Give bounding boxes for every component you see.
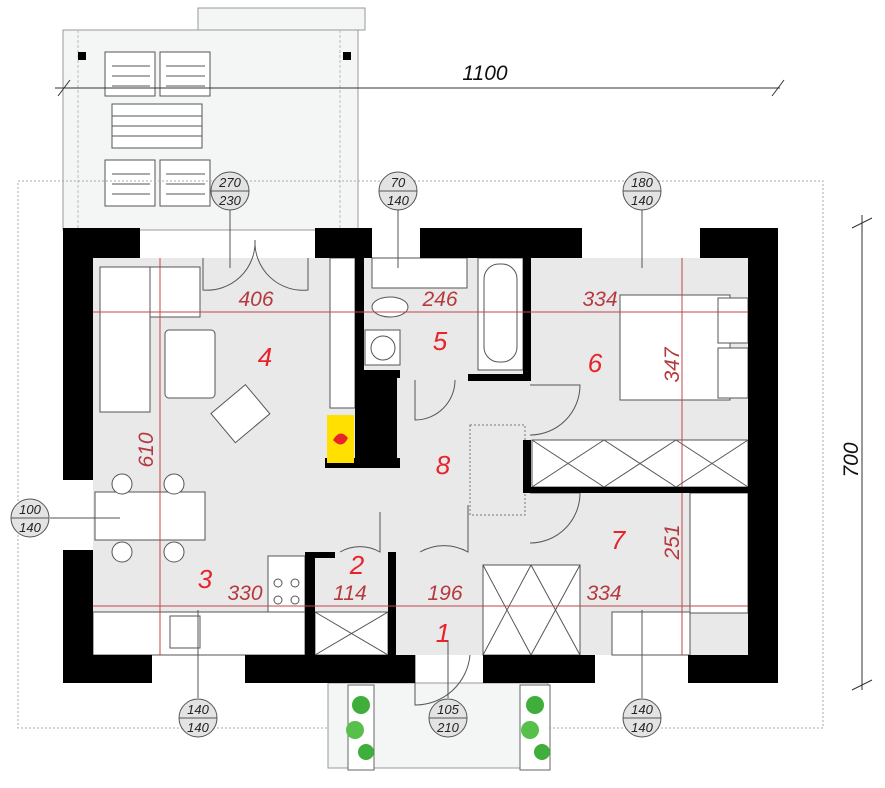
svg-text:140: 140 xyxy=(631,702,653,717)
svg-text:230: 230 xyxy=(218,193,241,208)
bathtub xyxy=(477,257,524,371)
svg-text:70: 70 xyxy=(391,175,406,190)
dim-hall-width: 196 xyxy=(427,582,462,605)
svg-text:140: 140 xyxy=(631,720,653,735)
toilet xyxy=(371,296,409,318)
dim-bedroom6-depth: 347 xyxy=(661,346,684,382)
room-label-6: 6 xyxy=(588,348,603,378)
overall-width-dimension: 1100 xyxy=(55,62,785,97)
desk xyxy=(611,611,691,656)
desk-wardrobe xyxy=(689,492,749,614)
dim-bath-width: 246 xyxy=(421,288,457,311)
room-label-4: 4 xyxy=(258,342,272,372)
svg-text:210: 210 xyxy=(436,720,459,735)
dim-kitchen-width: 330 xyxy=(227,582,262,605)
stove xyxy=(267,555,306,613)
svg-text:140: 140 xyxy=(387,193,409,208)
terrace-loungers xyxy=(104,51,211,207)
fireplace xyxy=(327,415,354,463)
svg-text:140: 140 xyxy=(187,702,209,717)
bathroom-sink xyxy=(371,257,468,289)
coffee-table xyxy=(164,329,216,399)
overall-width-label: 1100 xyxy=(462,62,507,85)
room-label-3: 3 xyxy=(198,564,213,594)
svg-text:105: 105 xyxy=(437,702,459,717)
bedroom6-door[interactable] xyxy=(529,384,581,436)
dimension-labels: 406 246 334 347 610 330 114 196 334 251 xyxy=(135,288,684,605)
dim-living-width: 406 xyxy=(238,288,273,311)
walls xyxy=(63,228,778,683)
terrace-door[interactable] xyxy=(202,239,256,291)
svg-text:140: 140 xyxy=(19,520,41,535)
terrace xyxy=(62,7,366,231)
room-label-7: 7 xyxy=(611,525,627,555)
dim-bedroom7-width: 334 xyxy=(586,582,621,605)
armchair xyxy=(210,383,271,444)
bedroom7-door[interactable] xyxy=(529,492,581,544)
kitchen-sink xyxy=(169,615,201,649)
bathroom-door[interactable] xyxy=(414,379,456,421)
wardrobe-bedroom-7 xyxy=(482,564,581,656)
svg-text:270: 270 xyxy=(218,175,241,190)
dim-bedroom6-width: 334 xyxy=(582,288,617,311)
flame-icon xyxy=(333,433,348,445)
tv-cabinet xyxy=(329,257,356,409)
interior-dimension-lines xyxy=(93,258,748,655)
doors xyxy=(202,239,581,706)
entrance-plants xyxy=(346,684,551,771)
room-label-1: 1 xyxy=(436,618,450,648)
svg-text:180: 180 xyxy=(631,175,653,190)
room2-door[interactable] xyxy=(339,512,381,553)
room-label-2: 2 xyxy=(349,550,365,580)
overall-depth-label: 700 xyxy=(840,442,863,477)
hall-door[interactable] xyxy=(419,505,469,553)
room-numbers: 4 5 6 8 7 3 2 1 xyxy=(198,326,627,648)
svg-text:140: 140 xyxy=(631,193,653,208)
overall-depth-dimension: 700 xyxy=(840,215,873,691)
dim-room2-width: 114 xyxy=(333,582,366,605)
dim-living-depth: 610 xyxy=(135,432,158,467)
dim-bedroom7-depth: 251 xyxy=(661,524,684,560)
room-label-5: 5 xyxy=(433,326,448,356)
room-label-8: 8 xyxy=(436,450,451,480)
entrance-door[interactable] xyxy=(414,654,471,706)
svg-text:140: 140 xyxy=(187,720,209,735)
svg-text:100: 100 xyxy=(19,502,41,517)
dining-table xyxy=(94,491,206,541)
